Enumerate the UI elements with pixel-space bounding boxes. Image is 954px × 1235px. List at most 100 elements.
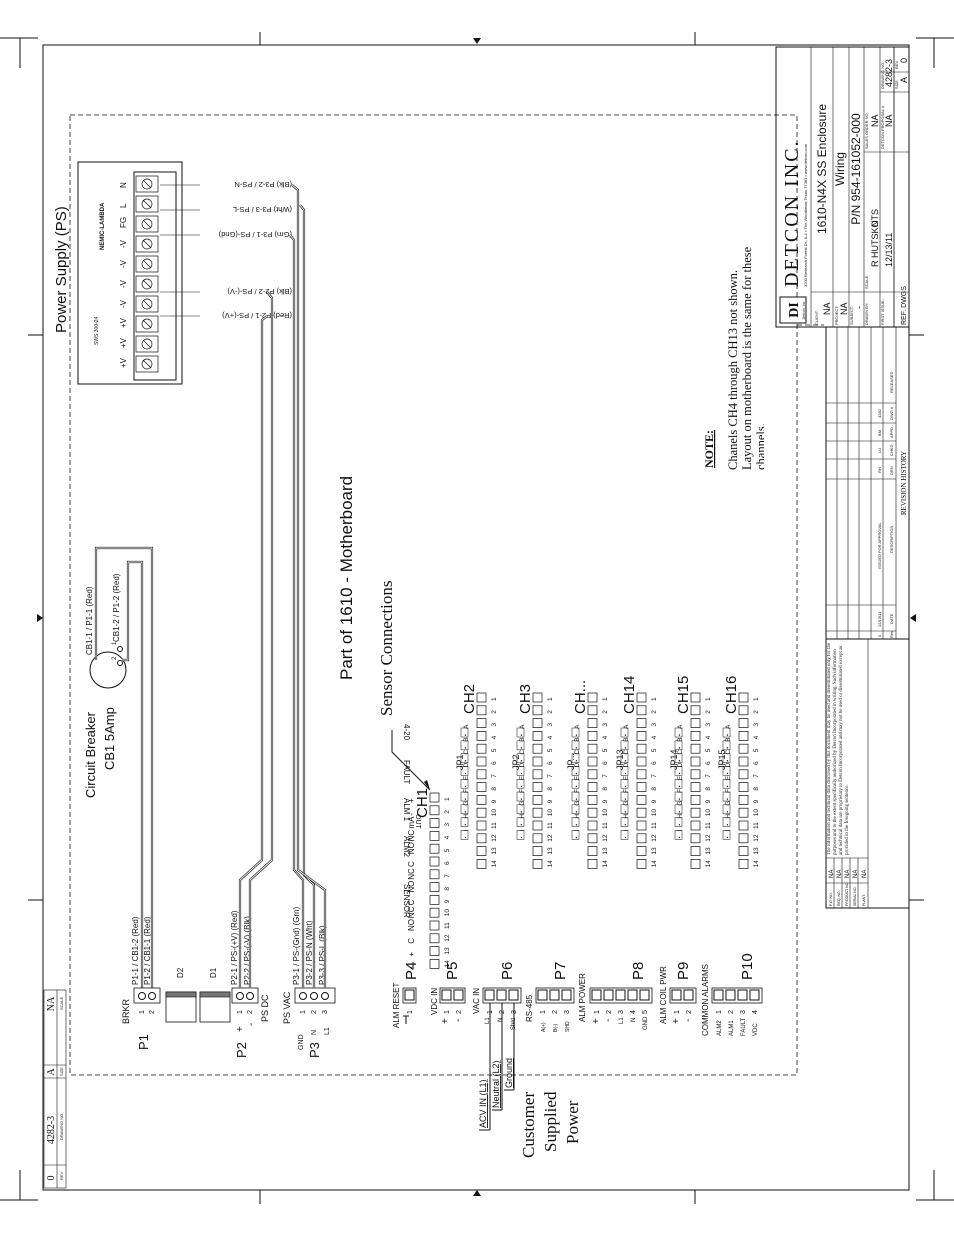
p2-label: PS DC [260, 994, 270, 1022]
p10-pin-3: 3 [740, 1010, 747, 1014]
channel-pin [476, 743, 487, 754]
row-group-alm2: ALM2 [402, 836, 411, 857]
jumper-pad [674, 753, 683, 763]
jumper-letter: D [574, 762, 581, 767]
p5-pin-2: 2 [456, 1010, 463, 1014]
jumper-pad [620, 753, 629, 763]
channel-pin [636, 846, 647, 856]
channel-pin [690, 756, 701, 767]
p7-label: RS-485 [525, 994, 534, 1022]
channel-pin-number: 13 [651, 847, 658, 855]
p6-name: P6 [499, 962, 516, 980]
channel-pin-number: 8 [491, 787, 498, 791]
first-issue-value: 12/13/11 [884, 233, 894, 267]
p3-pin-1: 1 [300, 1010, 307, 1014]
jumper-pad-mark: ▪ [725, 785, 731, 787]
jumper-letter: I [623, 829, 630, 831]
channel-pin-number: 10 [491, 809, 498, 817]
channel-pin-number: 6 [547, 761, 554, 765]
jumper-pad [722, 753, 731, 763]
jumper-pad [460, 753, 469, 763]
rev-row-drn: RH [877, 467, 882, 473]
p7-pin-b: B(-) [553, 1023, 559, 1032]
p3-pin-l1: L1 [324, 1027, 331, 1035]
channel-pin [587, 846, 598, 856]
jumper-pad-mark: ▪ [677, 836, 683, 838]
channel-pin [587, 731, 598, 741]
jumper-letter: C [677, 750, 684, 755]
channel-pin [690, 769, 701, 780]
customer-title-line-2: Supplied [541, 1091, 560, 1152]
jumper-letter: F [725, 789, 732, 793]
sales-order-label: SALES ORDER NO. [864, 112, 869, 149]
channel-pin [532, 743, 543, 754]
channel-pin [476, 731, 487, 741]
jumper-pad [571, 766, 580, 776]
connector-p7: P7 RS-485 A(+) B(-) SHD 1 2 3 [525, 962, 575, 1032]
breaker-pin-1: 1 [112, 641, 118, 645]
p4-label: ALM RESET [392, 983, 401, 1028]
jumper-pad-mark: ▪ [519, 760, 525, 762]
channel-pin [587, 743, 598, 754]
p1-wire-2: P1-2 / CB1-1 (Red) [143, 916, 152, 985]
jumper-pad-mark: ▪ [725, 836, 731, 838]
customer-wire-ground: Ground [504, 1058, 514, 1088]
jumper-pad [620, 791, 629, 802]
p6-pin-l1: L1 [485, 1017, 491, 1024]
plant-label: PLANT: [862, 894, 866, 906]
jumper-pad [674, 766, 683, 776]
channel-pin [690, 743, 701, 754]
left-connector-group: P1 BRKR 1 2 P1-1 / CB1-2 (Red) P1-2 / CB… [121, 906, 336, 1058]
channel-pin-number: 2 [753, 710, 760, 714]
rev-row-dwg: 4282 [877, 408, 882, 418]
channel-pin-number: 5 [651, 748, 658, 752]
channel-pin [587, 795, 598, 805]
jumper-letter: E [623, 775, 630, 780]
rev-col-released: RELEASED [889, 372, 894, 393]
p9-sign-minus: - [683, 1019, 694, 1022]
channel-pin [587, 756, 598, 767]
channel-pin-number: 11 [651, 822, 658, 829]
jumper-pad-mark: ▪ [519, 785, 525, 787]
p9-name: P9 [675, 962, 692, 980]
row-label: C [407, 899, 416, 905]
drawing-no-label: DRAWING NO. [880, 62, 885, 89]
channel-pin [476, 859, 487, 869]
p3-pin-n: N [311, 1030, 318, 1035]
channel-pin-number: 11 [491, 822, 498, 829]
channel-pin-number: 7 [651, 774, 658, 778]
rev-col-appd: APPD [889, 427, 894, 438]
channel-pin [587, 692, 598, 703]
channel-pin [690, 731, 701, 741]
p3-wire-3: P3-3 / PS-L (Blk) [318, 925, 327, 985]
channel-6-title: CH15 [675, 676, 692, 714]
circuit-breaker: Circuit Breaker CB1 5Amp 1 2 CB1-1 / P1-… [83, 546, 154, 988]
sheet-frame [0, 32, 954, 1204]
breaker-pin-2: 2 [112, 656, 118, 660]
channel-pin [738, 833, 749, 844]
p8-pin-5: 5 [642, 1010, 649, 1014]
channel-pin-number: 14 [444, 960, 451, 968]
channel-pin-number: 10 [651, 809, 658, 817]
jumper-pad-mark: ▪ [463, 785, 469, 787]
jumper-letter: C [623, 750, 630, 755]
stamp-rev: 0 [46, 1176, 57, 1181]
jumper-pad [722, 804, 731, 815]
channel-pin-number: 8 [547, 787, 554, 791]
channel-pin [532, 769, 543, 780]
ps-terminal-screw [141, 298, 153, 310]
breaker-contact-2 [117, 660, 123, 666]
jumper-letter: H [623, 814, 630, 819]
jumper-pad [571, 817, 580, 827]
jumper-letter: D [677, 762, 684, 767]
req-label: REQ. NO. [837, 890, 841, 906]
channel-pin-number: 3 [547, 723, 554, 727]
rev-row-appd: BM [877, 430, 882, 436]
p7-pin-shd: SHD [565, 1021, 571, 1032]
p3-wire-1: P3-1 / PS-(Gnd) (Grn) [292, 906, 301, 985]
jumper-pad-mark: ▪ [725, 747, 731, 749]
channel-pin [587, 807, 598, 818]
p10-pin-alm1: ALM1 [729, 1020, 735, 1036]
ps-wire-label: (Grn) P3-1 / PS-(Gnd) [218, 230, 292, 239]
sensor-connections-title: Sensor Connections [377, 580, 396, 716]
